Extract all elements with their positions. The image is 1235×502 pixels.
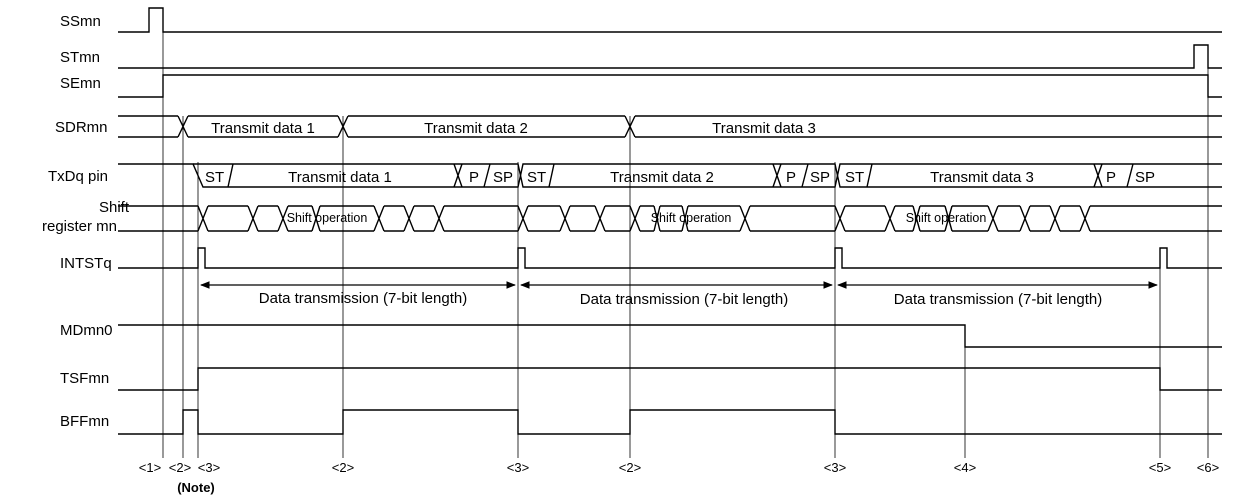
label-ssmn: SSmn xyxy=(60,13,101,30)
shift-operation-label-3: Shift operation xyxy=(906,211,987,225)
step-marker-2c: <2> xyxy=(619,460,641,475)
frame3-stop-bit: SP xyxy=(1135,169,1155,186)
sdr-transmit-data-3: Transmit data 3 xyxy=(712,120,816,137)
frame1-parity-bit: P xyxy=(469,169,479,186)
waveform-intstq xyxy=(118,247,1222,269)
step-marker-3b: <3> xyxy=(507,460,529,475)
label-intstq: INTSTq xyxy=(60,255,112,272)
waveform-ssmn xyxy=(118,7,1222,33)
step-markers: <1> <2> <3> <2> <3> <2> <3> <4> <5> <6> … xyxy=(139,460,1219,495)
step-marker-3c: <3> xyxy=(824,460,846,475)
sdr-transmit-data-2: Transmit data 2 xyxy=(424,120,528,137)
step-marker-4: <4> xyxy=(954,460,976,475)
frame2-stop-bit: SP xyxy=(810,169,830,186)
label-stmn: STmn xyxy=(60,49,100,66)
waveform-semn xyxy=(118,74,1222,98)
step-marker-2b: <2> xyxy=(332,460,354,475)
label-mdmn0: MDmn0 xyxy=(60,322,113,339)
step-marker-5: <5> xyxy=(1149,460,1171,475)
frame3-parity-bit: P xyxy=(1106,169,1116,186)
note-label: (Note) xyxy=(177,480,215,495)
step-marker-6: <6> xyxy=(1197,460,1219,475)
frame2-start-bit: ST xyxy=(527,169,546,186)
label-sdrmn: SDRmn xyxy=(55,119,108,136)
transmission-arrows: Data transmission (7-bit length) Data tr… xyxy=(200,281,1158,308)
label-shift-register-line2: register mn xyxy=(42,218,117,235)
signal-labels: SSmn STmn SEmn SDRmn TxDq pin Shift regi… xyxy=(42,13,130,430)
waveform-bffmn xyxy=(118,409,1222,435)
frame2-data: Transmit data 2 xyxy=(610,169,714,186)
label-semn: SEmn xyxy=(60,75,101,92)
waveform-stmn xyxy=(118,44,1222,69)
frame1-stop-bit: SP xyxy=(493,169,513,186)
sdr-transmit-data-1: Transmit data 1 xyxy=(211,120,315,137)
label-tsfmn: TSFmn xyxy=(60,370,109,387)
frame1-start-bit: ST xyxy=(205,169,224,186)
frame3-data: Transmit data 3 xyxy=(930,169,1034,186)
waveform-shift-register: Shift operation Shift operation Shift op… xyxy=(118,205,1222,232)
step-marker-3a: <3> xyxy=(198,460,220,475)
waveform-mdmn0 xyxy=(118,324,1222,348)
step-marker-1: <1> xyxy=(139,460,161,475)
label-txdq-pin: TxDq pin xyxy=(48,168,108,185)
label-bffmn: BFFmn xyxy=(60,413,109,430)
shift-operation-label-2: Shift operation xyxy=(651,211,732,225)
transmission-label-3: Data transmission (7-bit length) xyxy=(894,291,1102,308)
waveform-sdrmn: Transmit data 1 Transmit data 2 Transmit… xyxy=(118,115,1222,138)
frame2-parity-bit: P xyxy=(786,169,796,186)
label-shift-register-line1: Shift xyxy=(99,199,130,216)
shift-operation-label-1: Shift operation xyxy=(287,211,368,225)
waveform-tsfmn xyxy=(118,367,1222,391)
step-marker-2a: <2> xyxy=(169,460,191,475)
frame1-data: Transmit data 1 xyxy=(288,169,392,186)
frame3-start-bit: ST xyxy=(845,169,864,186)
transmission-label-2: Data transmission (7-bit length) xyxy=(580,291,788,308)
transmission-label-1: Data transmission (7-bit length) xyxy=(259,290,467,307)
waveform-txdq-pin: ST Transmit data 1 P SP ST Transmit data… xyxy=(118,163,1222,188)
